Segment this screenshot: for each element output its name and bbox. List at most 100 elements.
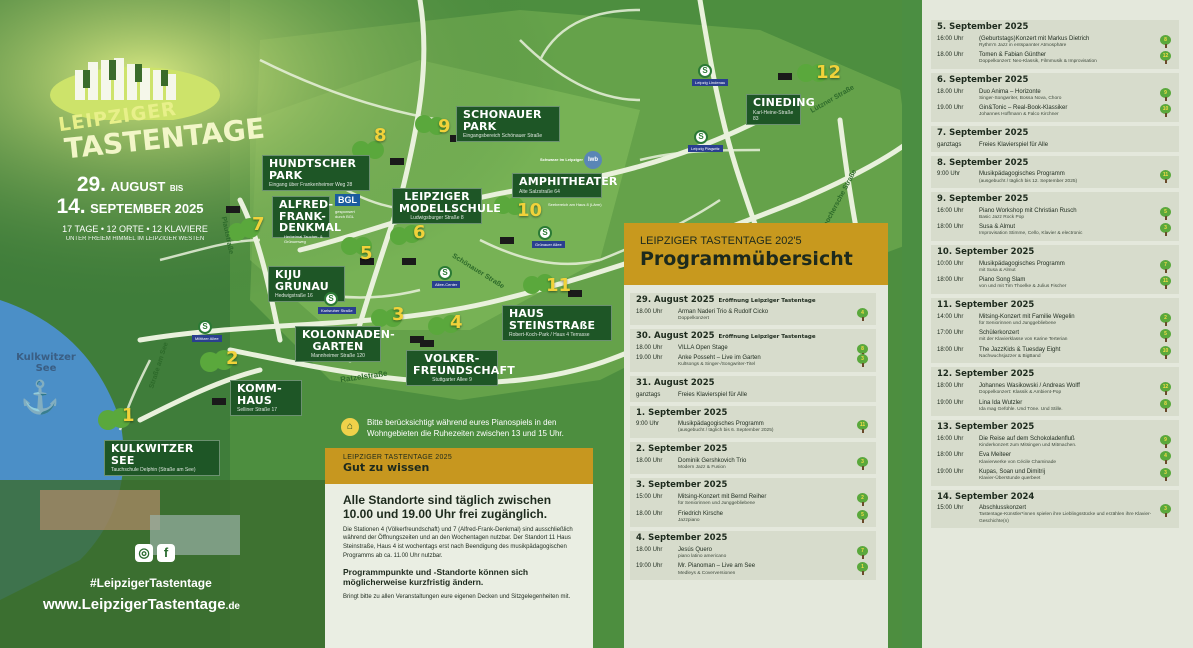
program-date: 2. September 2025 [636, 443, 870, 455]
location-name: LEIPZIGER MODELLSCHULE [399, 190, 502, 215]
program-date: 7. September 2025 [937, 127, 1173, 139]
lake-label: Kulkwitzer See [6, 352, 86, 374]
event-subtitle: Johannes Hoffmann & Falco Kirchner [979, 112, 1059, 118]
event-time: 18:00 Uhr [937, 277, 964, 284]
event-subtitle: Singer-Songwriter, Bossa Nova, Choro [979, 95, 1062, 101]
instagram-icon[interactable]: ◎ [135, 544, 153, 562]
event-subtitle: mit Susa & Almut [979, 267, 1016, 273]
event-time: 16:00 Uhr [937, 207, 964, 214]
program-date-text: 11. September 2025 [937, 299, 1035, 310]
location-number-3: 3 [392, 304, 405, 325]
program-date-text: 7. September 2025 [937, 127, 1029, 138]
program-date-text: 30. August 2025 [636, 331, 715, 342]
tree-icon: 11 [857, 420, 868, 434]
event-title: Eva Meiteer [979, 452, 1012, 459]
location-label-7[interactable]: ALFRED-FRANK-DENKMAL [272, 196, 342, 238]
tree-location-number: 11 [1160, 276, 1171, 287]
location-label-9[interactable]: SCHONAUER PARK Eingangsbereich Schönauer… [456, 106, 560, 143]
location-label-11[interactable]: HAUS STEINSTRAßE Robert-Koch-Park / Haus… [502, 305, 612, 342]
event-subtitle: Nachwuchsjazzer & BigBand [979, 353, 1041, 359]
date-to-month: SEPTEMBER 2025 [90, 201, 204, 217]
tree-trunk [1164, 443, 1167, 448]
location-label-12[interactable]: CINEDING Karl-Heine-Straße 83 [746, 94, 815, 125]
event-time: 18:00 Uhr [937, 346, 964, 353]
event-title: Friedrich Kirsche [678, 510, 724, 517]
location-name: KIJU GRUNAU [275, 268, 329, 293]
event-time: 10:00 Uhr [937, 260, 964, 267]
location-label-8[interactable]: HUNDTSCHER PARK Eingang über Frankenheim… [262, 155, 370, 192]
location-label-10[interactable]: AMPHITHEATER Alte Salzstraße 64 [512, 173, 617, 198]
tagline: 17 TAGE • 12 ORTE • 12 KLAVIERE UNTER FR… [60, 224, 210, 242]
tree-location-number: 3 [1160, 504, 1171, 515]
event-time: 16:00 Uhr [937, 35, 964, 42]
program-date-text: 2. September 2025 [636, 443, 728, 454]
location-name: CINEDING [753, 96, 815, 109]
event-subtitle: Kinderkonzert zum Mitsingen und Mitmache… [979, 442, 1077, 448]
location-label-4[interactable]: VOLKER-FREUNDSCHAFT Stuttgarter Allee 9 [406, 350, 515, 387]
date-to-num: 14. [56, 195, 86, 219]
bgl-note: gesponsert durch BGL [335, 209, 355, 219]
tree-icon: 3 [1160, 467, 1171, 481]
event-title: Jesús Quero [678, 546, 713, 553]
tree-icon: 3 [857, 456, 868, 470]
location-name: ALFRED-FRANK-DENKMAL [279, 198, 342, 235]
tree-location-number: 3 [857, 354, 868, 365]
tree-trunk [861, 465, 864, 470]
location-label-2[interactable]: KOMM-HAUS Selliner Straße 17 [230, 380, 302, 417]
program-date: 4. September 2025 [636, 533, 870, 544]
location-label-6[interactable]: LEIPZIGER MODELLSCHULE Ludwigsburger Str… [392, 188, 502, 225]
event-title: Johannes Wasikowski / Andreas Wolff [979, 382, 1080, 389]
program-date: 12. September 2025 [937, 369, 1173, 380]
tree-trunk [1164, 460, 1167, 465]
tree-trunk [1164, 215, 1167, 220]
program-header: LEIPZIGER TASTENTAGE 202'5 Programmübers… [624, 223, 888, 285]
event-title: Tomen & Fabian Günther [979, 52, 1047, 59]
sbahn-label: Karlsruher Straße [318, 307, 356, 314]
tree-location-number: 10 [1160, 104, 1171, 115]
program-date-text: 3. September 2025 [636, 480, 728, 491]
sbahn-icon: S [698, 64, 712, 78]
tree-trunk [861, 571, 864, 576]
tree-trunk [1164, 285, 1167, 290]
event-title: Musikpädagogisches Programm [979, 260, 1065, 267]
location-label-1[interactable]: KULKWITZER SEE Tauchschule Delphin (Stra… [104, 440, 220, 477]
event-title: Duo Anima – Horizonte [979, 88, 1041, 95]
tree-icon: 12 [1160, 381, 1171, 395]
tree-icon: 10 [1160, 345, 1171, 359]
program-date-text: 13. September 2025 [937, 422, 1035, 433]
date-bis: BIS [169, 184, 184, 193]
lake-label-line2: See [35, 363, 57, 374]
program-date-extra: Eröffnung Leipziger Tastentage [718, 334, 816, 341]
website-link[interactable]: www.LeipzigerTastentage.de [43, 596, 240, 613]
location-label-3[interactable]: KOLONNADEN-GARTEN Mannheimer Straße 120 [295, 326, 395, 363]
tree-location-number: 5 [1160, 329, 1171, 340]
program-event: 16:00 Uhr(Geburtstags)Konzert mit Markus… [937, 34, 1173, 50]
location-address: Robert-Koch-Park / Haus 4 Terrasse [509, 332, 590, 339]
date-from-num: 29. [76, 173, 107, 196]
location-number-6: 6 [413, 222, 426, 243]
facebook-icon[interactable]: f [157, 544, 175, 562]
tree-icon: 2 [1160, 312, 1171, 326]
event-subtitle: Improvisation Stimme, Cello, Klavier & e… [979, 231, 1083, 237]
sbahn-label: Allee-Center [432, 281, 461, 288]
location-address: Eingang über Frankenheimer Weg 28 [269, 182, 353, 189]
tree-icon: 11 [1160, 170, 1171, 184]
